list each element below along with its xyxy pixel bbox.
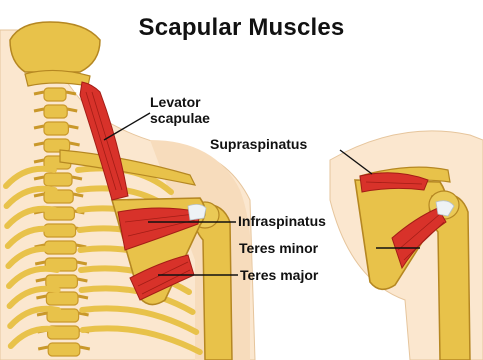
label-teres-major: Teres major xyxy=(240,267,318,283)
label-levator-line1: Levator xyxy=(150,94,210,110)
vertebra xyxy=(48,343,80,356)
vertebra xyxy=(44,173,72,186)
label-infraspinatus: Infraspinatus xyxy=(238,213,326,229)
vertebra xyxy=(44,105,67,118)
infraspinatus-tendon xyxy=(188,204,206,220)
label-teres-minor: Teres minor xyxy=(239,240,318,256)
vertebra xyxy=(44,122,68,135)
diagram-title: Scapular Muscles xyxy=(0,14,483,42)
label-supraspinatus: Supraspinatus xyxy=(210,136,307,152)
vertebra xyxy=(44,88,66,101)
label-levator-line2: scapulae xyxy=(150,110,210,126)
vertebra xyxy=(46,292,78,305)
label-levator-scapulae: Levator scapulae xyxy=(150,94,210,126)
